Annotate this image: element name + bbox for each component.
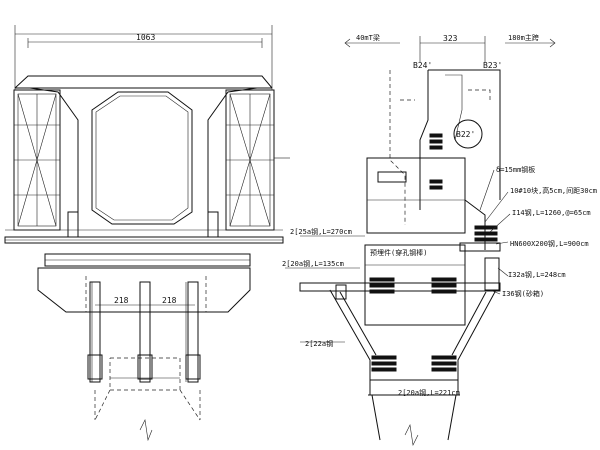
- dir-right-label: 180m主跨: [508, 33, 539, 42]
- annotations: δ=15mm钢板 10#10块,高5cm,间距30cm I14钢,L=1260,…: [282, 165, 597, 397]
- note-2c20b: 2[20a钢,L=221cm: [398, 388, 460, 397]
- pier-label-left: B24': [413, 61, 432, 70]
- left-steel-tower: [13, 89, 61, 231]
- note-2c22: 2[22a钢: [305, 339, 333, 348]
- note-i14: I14钢,L=1260,@=65cm: [512, 208, 591, 217]
- piles: [87, 281, 201, 383]
- span-dimension: 1063: [14, 25, 273, 90]
- span-dim-label: 1063: [136, 33, 155, 42]
- note-center: 预埋件(穿孔钢棒): [370, 248, 427, 257]
- note-sand-box: I36钢(砂箱): [502, 289, 544, 298]
- right-view: 323 40mT梁 180m主跨 B24' B23': [282, 33, 597, 446]
- pile-cap: [37, 267, 251, 313]
- lower-bracket: [329, 289, 497, 446]
- note-steel-plate: δ=15mm钢板: [496, 165, 535, 174]
- pier-shaft: [419, 69, 501, 210]
- pile-dim-1: 218: [114, 296, 129, 305]
- leader-lines: [285, 169, 511, 343]
- dir-left-label: 40mT梁: [356, 33, 380, 42]
- right-beams: [299, 225, 501, 300]
- dim-top: 323: [443, 34, 458, 43]
- top-dimension: 323 40mT梁 180m主跨: [344, 33, 556, 62]
- note-shim: 10#10块,高5cm,间距30cm: [510, 186, 597, 195]
- left-view: 1063: [4, 25, 290, 442]
- platform-beams: [4, 211, 284, 267]
- right-steel-tower: [225, 89, 290, 231]
- pile-dimensions: 218 218: [95, 296, 195, 306]
- note-hn: HN600X200钢,L=900cm: [510, 239, 589, 248]
- pier-body: [364, 157, 486, 326]
- note-2c25: 2[25a钢,L=270cm: [290, 227, 352, 236]
- box-girder: [14, 75, 273, 230]
- pier-circle: B22': [453, 119, 483, 149]
- foundation: [94, 357, 201, 442]
- note-i32: I32a钢,L=248cm: [508, 270, 566, 279]
- note-2c20a: 2[20a钢,L=135cm: [282, 259, 344, 268]
- pile-dim-2: 218: [162, 296, 177, 305]
- pier-label-right: B23': [483, 61, 502, 70]
- pier-circle-label: B22': [456, 130, 475, 139]
